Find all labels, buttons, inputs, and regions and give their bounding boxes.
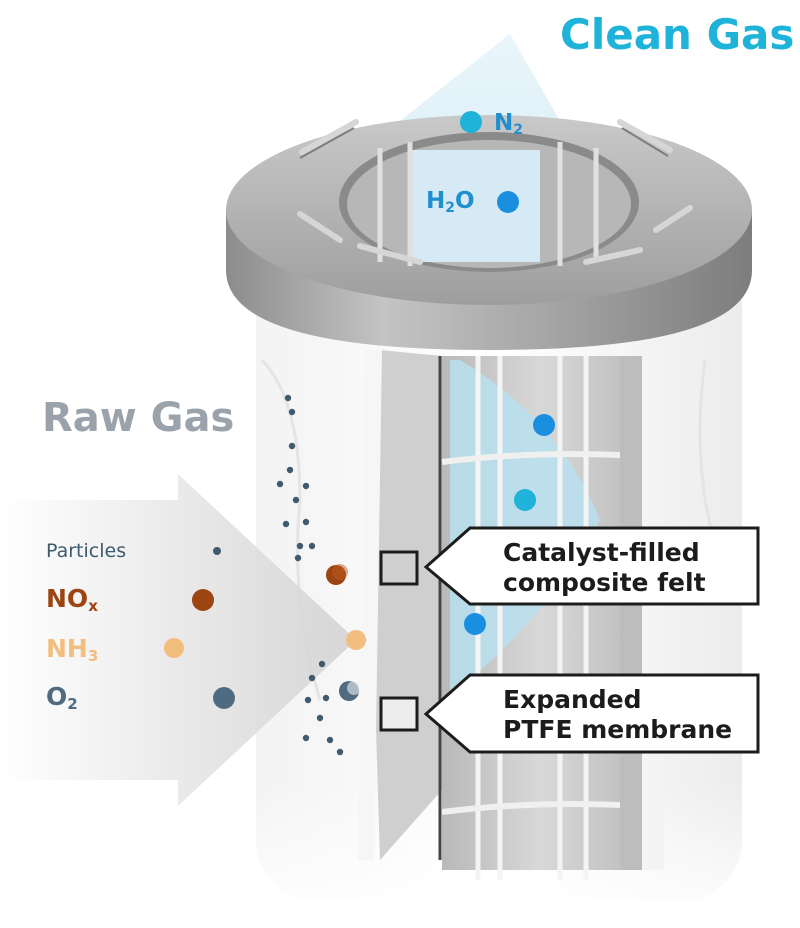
reacting-molecules <box>326 564 366 701</box>
callout-felt-line2: composite felt <box>503 568 706 597</box>
h2o-label: H2O <box>426 188 475 216</box>
callout-ptfe-label: Expanded PTFE membrane <box>503 685 732 745</box>
callout-ptfe-shape <box>379 673 760 754</box>
raw-gas-title: Raw Gas <box>42 395 235 441</box>
callout-ptfe-line1: Expanded <box>503 685 642 714</box>
legend-o2-label: O2 <box>46 682 78 713</box>
clean-gas-molecules <box>460 111 555 635</box>
legend-nox-label: NOx <box>46 584 98 615</box>
top-ring <box>226 115 752 350</box>
legend-markers <box>88 547 235 709</box>
n2-label: N2 <box>494 110 523 138</box>
legend-particles-label: Particles <box>46 540 127 562</box>
callout-felt-shape <box>379 526 760 606</box>
callout-felt-line1: Catalyst-filled <box>503 538 700 567</box>
clean-gas-title: Clean Gas <box>560 10 795 59</box>
callout-felt-label: Catalyst-filled composite felt <box>503 538 706 598</box>
legend-nh3-label: NH3 <box>46 634 99 665</box>
raw-gas-particles <box>276 394 344 756</box>
callout-ptfe-line2: PTFE membrane <box>503 715 733 744</box>
cutaway-section <box>358 350 664 880</box>
